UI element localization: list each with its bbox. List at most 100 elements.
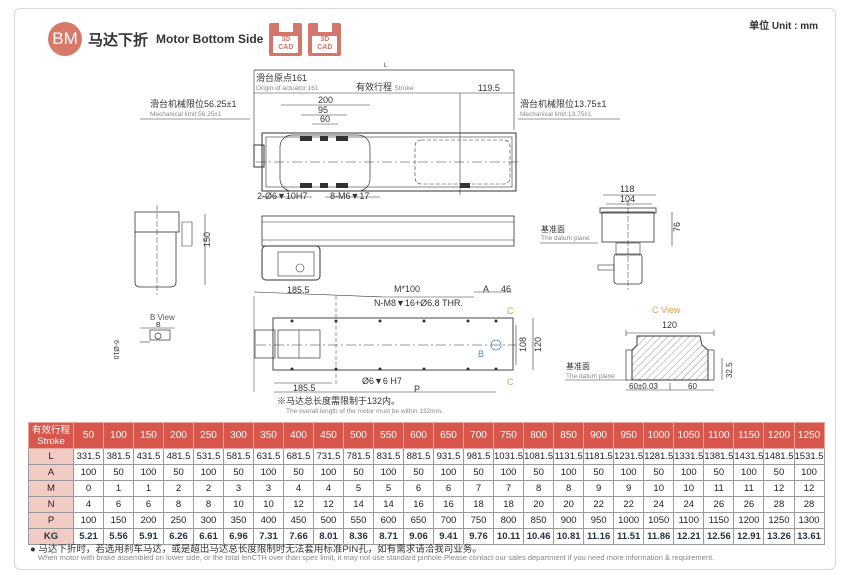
- table-cell: 10.46: [523, 528, 555, 545]
- table-cell: 531.5: [193, 448, 224, 465]
- title-cn: 马达下折: [88, 31, 149, 49]
- svg-text:150: 150: [202, 232, 212, 247]
- stroke-cell: 1050: [673, 422, 705, 449]
- table-cell: 631.5: [253, 448, 284, 465]
- table-cell: 50: [583, 464, 615, 481]
- table-cell: 331.5: [73, 448, 104, 465]
- table-cell: 681.5: [283, 448, 314, 465]
- table-cell: 100: [193, 464, 224, 481]
- table-cell: 1131.5: [553, 448, 585, 465]
- row-label: P: [28, 512, 74, 529]
- stroke-cell: 500: [343, 422, 374, 449]
- table-cell: 11: [733, 480, 765, 497]
- table-cell: 731.5: [313, 448, 344, 465]
- svg-text:Origin of actuator:161: Origin of actuator:161: [256, 85, 319, 92]
- table-cell: 28: [763, 496, 795, 513]
- stroke-cell: 1200: [763, 422, 795, 449]
- table-cell: 1300: [793, 512, 825, 529]
- table-cell: 20: [553, 496, 585, 513]
- stroke-cell: 1000: [643, 422, 675, 449]
- table-cell: 12: [793, 480, 825, 497]
- table-cell: 10.11: [492, 528, 525, 545]
- table-cell: 1031.5: [492, 448, 525, 465]
- left-end-view: 150: [134, 205, 212, 295]
- svg-text:60: 60: [320, 114, 330, 124]
- svg-text:C: C: [507, 306, 514, 316]
- table-cell: 1431.5: [733, 448, 765, 465]
- row-label: N: [28, 496, 74, 513]
- table-cell: 50: [223, 464, 254, 481]
- stroke-cell: 50: [73, 422, 104, 449]
- table-cell: 50: [103, 464, 134, 481]
- table-cell: 381.5: [103, 448, 134, 465]
- table-cell: 50: [643, 464, 675, 481]
- table-cell: 1: [103, 480, 134, 497]
- svg-text:119.5: 119.5: [478, 83, 500, 93]
- table-cell: 8: [193, 496, 224, 513]
- svg-text:8-M6▼17: 8-M6▼17: [330, 191, 369, 201]
- table-cell: 14: [373, 496, 404, 513]
- table-cell: 2: [193, 480, 224, 497]
- table-cell: 6: [103, 496, 134, 513]
- holes-label: N-M8▼16+Ø6.8 THR.: [374, 298, 463, 308]
- table-cell: 4: [73, 496, 104, 513]
- table-cell: 50: [163, 464, 194, 481]
- datum-label: 基准面: [541, 224, 565, 234]
- table-cell: 831.5: [373, 448, 404, 465]
- title-en: Motor Bottom Side: [156, 32, 264, 46]
- svg-text:B View: B View: [150, 313, 175, 322]
- stroke-cell: 950: [613, 422, 645, 449]
- svg-text:185.5: 185.5: [293, 383, 316, 393]
- stroke-cell: 350: [253, 422, 284, 449]
- stroke-cell: 1250: [793, 422, 825, 449]
- table-cell: 11.16: [583, 528, 615, 545]
- mech-limit-right: 滑台机械限位13.75±1: [520, 98, 606, 109]
- table-cell: 1531.5: [793, 448, 825, 465]
- svg-text:Ø6▼6 H7: Ø6▼6 H7: [362, 376, 402, 386]
- svg-text:基准面: 基准面: [566, 361, 590, 371]
- svg-text:200: 200: [318, 95, 333, 105]
- table-cell: 1231.5: [613, 448, 645, 465]
- table-cell: 881.5: [403, 448, 434, 465]
- table-cell: 26: [733, 496, 765, 513]
- table-cell: 9: [613, 480, 645, 497]
- table-cell: 1381.5: [703, 448, 735, 465]
- note-cn: ● 马达下折时，若选用刹车马达，或是超出马达总长度限制时无法套用标准PIN孔，如…: [30, 544, 482, 555]
- technical-drawing: L 滑台原点161 Origin of actuator:161 有效行程 St…: [112, 63, 734, 415]
- stroke-cell: 1100: [703, 422, 735, 449]
- table-cell: 9.41: [433, 528, 464, 545]
- table-cell: 100: [492, 464, 525, 481]
- table-cell: 600: [373, 512, 404, 529]
- table-cell: 900: [553, 512, 585, 529]
- table-cell: 1331.5: [673, 448, 705, 465]
- table-cell: 4: [283, 480, 314, 497]
- table-cell: 16: [403, 496, 434, 513]
- svg-text:B: B: [478, 349, 484, 359]
- svg-text:118: 118: [620, 184, 634, 194]
- unit-label: 单位 Unit : mm: [749, 21, 818, 32]
- table-cell: 250: [163, 512, 194, 529]
- table-cell: 100: [793, 464, 825, 481]
- table-cell: 100: [133, 464, 164, 481]
- table-cell: 8.71: [373, 528, 404, 545]
- table-cell: 5: [373, 480, 404, 497]
- table-cell: 481.5: [163, 448, 194, 465]
- table-cell: 1481.5: [763, 448, 795, 465]
- stroke-cell: 900: [583, 422, 615, 449]
- table-cell: 3: [223, 480, 254, 497]
- svg-text:P: P: [414, 384, 420, 394]
- table-cell: 7: [463, 480, 494, 497]
- svg-text:108: 108: [518, 337, 528, 352]
- table-cell: 550: [343, 512, 374, 529]
- table-cell: 400: [253, 512, 284, 529]
- c-view: C View 120 32.5 60±0.03 60 基准面 The datum…: [565, 305, 734, 391]
- stroke-cell: 400: [283, 422, 314, 449]
